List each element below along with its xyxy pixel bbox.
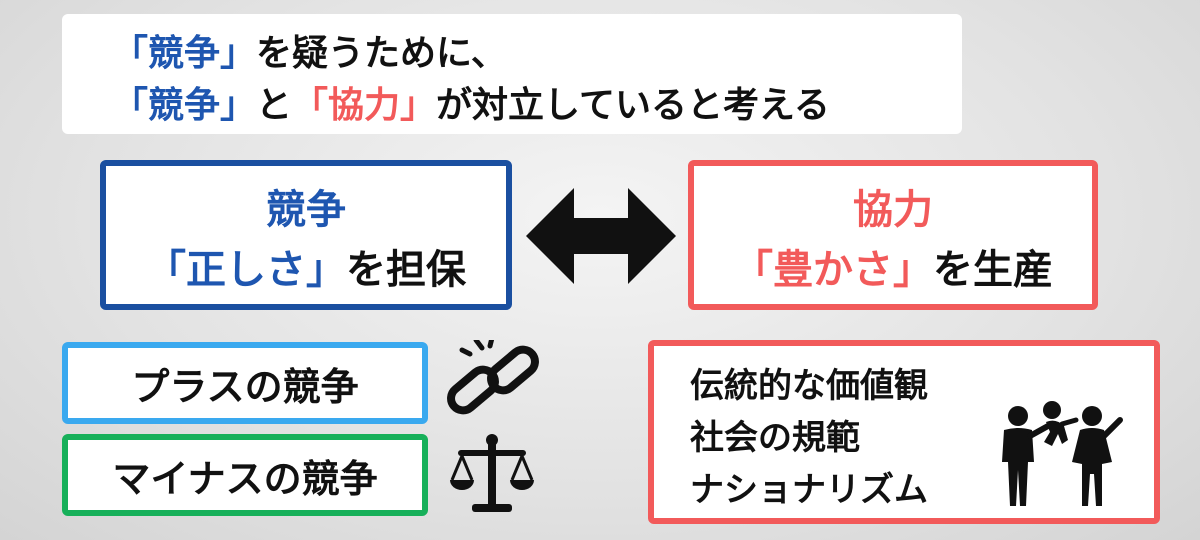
double-arrow-icon (526, 188, 676, 284)
family-icon (1002, 401, 1123, 506)
cooperation-rest: を生産 (933, 247, 1053, 293)
cooperation-box: 協力 「豊かさ」を生産 (688, 160, 1098, 310)
title-box: 「競争」を疑うために、 「競争」と「協力」が対立していると考える (62, 14, 962, 134)
social-values-box: 伝統的な価値観 社会の規範 ナショナリズム (648, 340, 1160, 524)
competition-quote: 「正しさ」 (146, 247, 346, 293)
cooperation-description: 「豊かさ」を生産 (694, 240, 1092, 300)
minus-competition-box: マイナスの競争 (62, 434, 428, 516)
plus-competition-label: プラスの競争 (131, 364, 359, 409)
plus-competition-box: プラスの競争 (62, 342, 428, 424)
info-line-traditional-values: 伝統的な価値観 (690, 366, 928, 406)
info-line-nationalism: ナショナリズム (690, 470, 928, 510)
competition-heading: 競争 (266, 187, 346, 233)
title-line-1-text: を疑うために、 (256, 33, 507, 74)
title-line-1: 「競争」を疑うために、 (112, 28, 962, 80)
cooperation-quote: 「豊かさ」 (733, 247, 933, 293)
title-competition-term-2: 「競争」 (112, 85, 257, 126)
title-line-2-text: が対立していると考える (436, 85, 830, 126)
broken-chain-icon (447, 340, 539, 415)
cooperation-heading: 協力 (853, 187, 933, 233)
title-cooperation-term: 「協力」 (292, 85, 437, 126)
info-line-social-norms: 社会の規範 (690, 418, 860, 458)
title-competition-term: 「競争」 (112, 33, 257, 74)
scales-icon (450, 434, 534, 512)
competition-rest: を担保 (346, 247, 466, 293)
competition-description: 「正しさ」を担保 (106, 240, 506, 300)
minus-competition-label: マイナスの競争 (112, 456, 378, 501)
title-line-2-conjunction: と (256, 85, 293, 126)
title-line-2: 「競争」と「協力」が対立していると考える (112, 80, 962, 132)
competition-box: 競争 「正しさ」を担保 (100, 160, 512, 310)
